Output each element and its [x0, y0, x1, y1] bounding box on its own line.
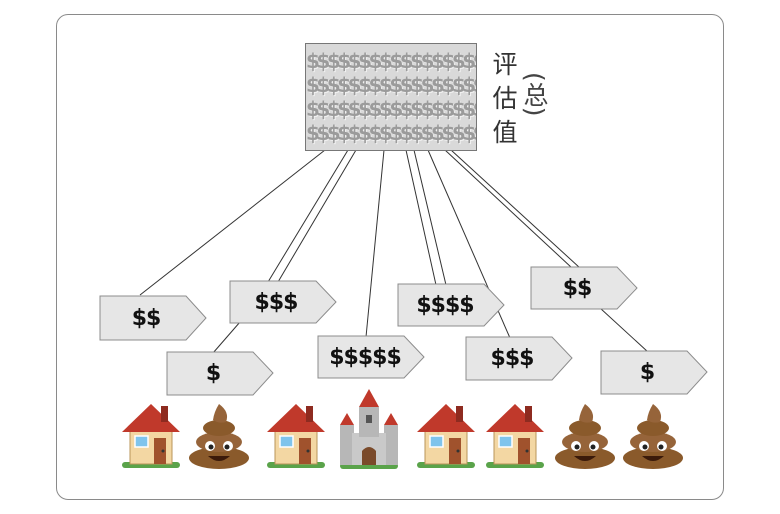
house-icon — [118, 398, 184, 470]
value-tag-label: $$$$ — [416, 292, 474, 318]
value-tag-label: $ — [639, 360, 655, 385]
value-tag-label: $$$$$ — [329, 344, 402, 370]
label-char: 评 — [492, 50, 518, 79]
value-tag-label: $$$ — [490, 346, 535, 371]
connector-line — [599, 307, 649, 353]
value-tag: $$$$$ — [317, 335, 425, 379]
dollar-pattern-row: $$$$$$$$$$$$$$$$$$$$$$ — [306, 121, 476, 145]
total-value-box: $$$$$$$$$$$$$$$$$$$$$$ $$$$$$$$$$$$$$$$$… — [305, 43, 477, 151]
value-tag: $$$ — [465, 336, 573, 381]
value-tag: $ — [600, 350, 708, 395]
value-tag: $$ — [530, 266, 638, 310]
connector-line — [444, 149, 573, 269]
connector-line — [277, 149, 357, 283]
poop-icon — [620, 398, 686, 470]
castle-icon — [336, 385, 402, 470]
house-icon — [413, 398, 479, 470]
connector-line — [212, 321, 241, 354]
dollar-pattern-row: $$$$$$$$$$$$$$$$$$$$$$ — [306, 49, 476, 73]
connector-line — [413, 149, 447, 286]
value-tag: $$$ — [229, 280, 337, 324]
connector-line — [267, 149, 349, 283]
connector-line — [365, 149, 385, 338]
poop-icon — [552, 398, 618, 470]
label-char: 值 — [492, 118, 518, 147]
value-tag-label: $$$ — [254, 289, 299, 315]
connector-line — [450, 149, 581, 269]
house-icon — [482, 398, 548, 470]
value-tag-label: $ — [205, 361, 221, 386]
value-tag-label: $$ — [131, 305, 162, 331]
value-tag: $$$$ — [397, 283, 505, 327]
label-char: 估 — [492, 84, 518, 113]
total-value-label: 评 估 值 (总) — [490, 48, 580, 153]
dollar-pattern-row: $$$$$$$$$$$$$$$$$$$$$$ — [306, 97, 476, 121]
label-parenthetical: (总) — [520, 72, 549, 117]
poop-icon — [186, 398, 252, 470]
dollar-pattern-row: $$$$$$$$$$$$$$$$$$$$$$ — [306, 73, 476, 97]
connector-line — [405, 149, 437, 286]
connector-line — [139, 149, 326, 296]
value-tag-label: $$ — [562, 275, 593, 301]
value-tag: $ — [166, 351, 274, 396]
house-icon — [263, 398, 329, 470]
value-tag: $$ — [99, 295, 207, 341]
